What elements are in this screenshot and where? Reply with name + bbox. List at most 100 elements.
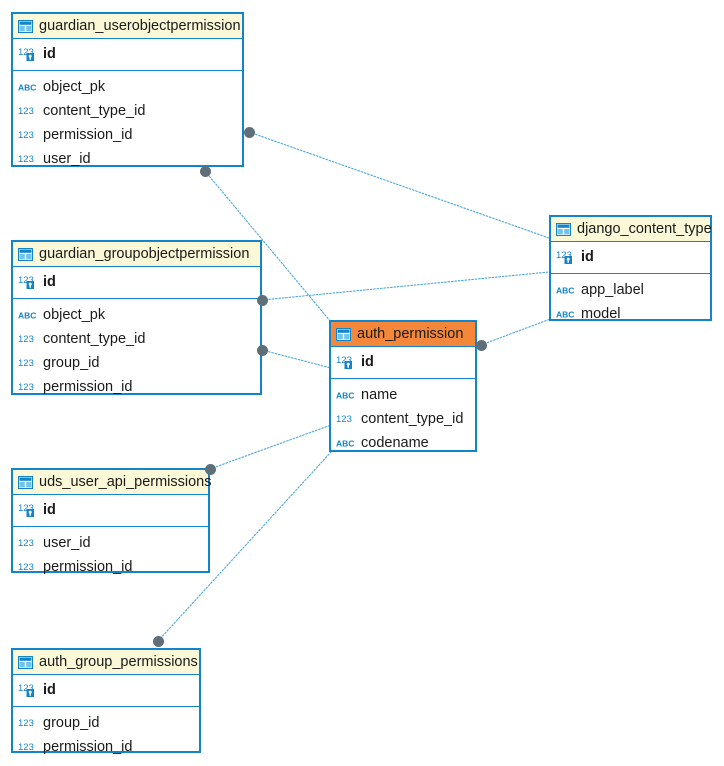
column-name: id xyxy=(581,248,594,265)
svg-text:123: 123 xyxy=(18,275,34,286)
column-row-group_id[interactable]: 123 group_id xyxy=(13,711,199,735)
entity-title: guardian_userobjectpermission xyxy=(39,17,241,34)
primary-key-number-icon: 123 xyxy=(18,47,37,62)
svg-text:123: 123 xyxy=(18,106,34,117)
number-123-icon: 123 xyxy=(18,537,37,550)
relation-endpoint-ep-uds-topright[interactable] xyxy=(204,463,216,475)
number-123-icon: 123 xyxy=(18,561,37,574)
entity-header-uds_user_api_permissions[interactable]: uds_user_api_permissions xyxy=(13,470,212,495)
number-123-icon: 123 xyxy=(18,129,37,142)
abc-text-icon: ABC xyxy=(556,308,575,321)
number-123-icon: 123 xyxy=(18,741,37,754)
column-name: id xyxy=(361,353,374,370)
relation-endpoint-ep-userobj-right[interactable] xyxy=(243,126,255,138)
column-name: group_id xyxy=(43,354,100,371)
column-row-codename[interactable]: ABC codename xyxy=(331,431,475,455)
entity-title: auth_group_permissions xyxy=(39,653,198,670)
column-row-app_label[interactable]: ABC app_label xyxy=(551,278,710,302)
svg-text:ABC: ABC xyxy=(336,438,354,448)
abc-text-icon: ABC xyxy=(18,309,37,322)
column-name: id xyxy=(43,501,56,518)
entity-title: uds_user_api_permissions xyxy=(39,473,212,490)
svg-text:123: 123 xyxy=(18,154,34,165)
column-row-permission_id[interactable]: 123 permission_id xyxy=(13,555,208,579)
svg-text:ABC: ABC xyxy=(18,82,36,92)
column-row-user_id[interactable]: 123 user_id xyxy=(13,531,208,555)
entity-header-auth_permission[interactable]: auth_permission xyxy=(331,322,475,347)
entity-header-guardian_groupobjectpermission[interactable]: guardian_groupobjectpermission xyxy=(13,242,260,267)
svg-text:123: 123 xyxy=(18,562,34,573)
abc-text-icon: ABC xyxy=(18,81,37,94)
relation-endpoint-ep-authpermission-right[interactable] xyxy=(475,339,487,351)
primary-key-row-id[interactable]: 123 id xyxy=(331,350,475,374)
relation-endpoint-ep-authgroup-top[interactable] xyxy=(152,635,164,647)
column-name: user_id xyxy=(43,534,91,551)
svg-text:123: 123 xyxy=(18,382,34,393)
number-123-icon: 123 xyxy=(18,333,37,346)
entity-title: guardian_groupobjectpermission xyxy=(39,245,250,262)
column-row-model[interactable]: ABC model xyxy=(551,302,710,326)
entity-header-django_content_type[interactable]: django_content_type xyxy=(551,217,712,242)
svg-text:123: 123 xyxy=(18,47,34,58)
relation-line-udsuserapipermissions-authpermission xyxy=(209,424,332,470)
column-name: app_label xyxy=(581,281,644,298)
svg-text:123: 123 xyxy=(18,683,34,694)
svg-text:ABC: ABC xyxy=(18,310,36,320)
number-123-icon: 123 xyxy=(18,357,37,370)
relation-line-groupobjectpermission-contenttype xyxy=(261,271,550,301)
table-icon xyxy=(18,19,33,33)
primary-key-number-icon: 123 xyxy=(18,683,37,698)
table-icon xyxy=(18,475,33,489)
column-name: object_pk xyxy=(43,78,106,95)
relation-endpoint-ep-groupobj-right-1[interactable] xyxy=(256,294,268,306)
relation-endpoint-ep-userobj-bottom[interactable] xyxy=(199,165,211,177)
column-name: content_type_id xyxy=(43,102,146,119)
entity-header-auth_group_permissions[interactable]: auth_group_permissions xyxy=(13,650,199,675)
column-name: group_id xyxy=(43,714,100,731)
number-123-icon: 123 xyxy=(18,153,37,166)
abc-text-icon: ABC xyxy=(336,389,355,402)
svg-text:123: 123 xyxy=(18,718,34,729)
relation-endpoint-ep-groupobj-right-2[interactable] xyxy=(256,344,268,356)
svg-text:123: 123 xyxy=(18,742,34,753)
entity-title: django_content_type xyxy=(577,220,712,237)
column-row-group_id[interactable]: 123 group_id xyxy=(13,351,260,375)
column-name: codename xyxy=(361,434,429,451)
column-name: permission_id xyxy=(43,558,133,575)
entity-header-guardian_userobjectpermission[interactable]: guardian_userobjectpermission xyxy=(13,14,242,39)
number-123-icon: 123 xyxy=(18,717,37,730)
column-row-object_pk[interactable]: ABC object_pk xyxy=(13,75,242,99)
primary-key-number-icon: 123 xyxy=(336,355,355,370)
number-123-icon: 123 xyxy=(18,381,37,394)
column-name: model xyxy=(581,305,621,322)
svg-text:ABC: ABC xyxy=(556,309,574,319)
column-row-content_type_id[interactable]: 123 content_type_id xyxy=(13,99,242,123)
abc-text-icon: ABC xyxy=(556,284,575,297)
